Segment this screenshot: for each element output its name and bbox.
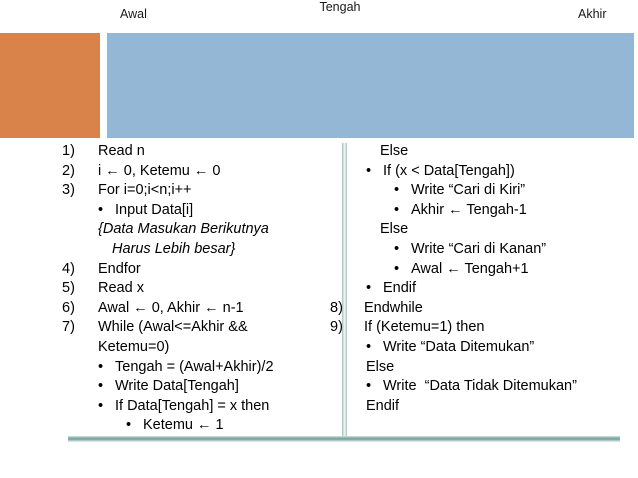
pseudocode-line-text: Else xyxy=(366,358,395,375)
pseudocode-line-text: Harus Lebih besar} xyxy=(112,240,236,257)
pseudocode-line: Else xyxy=(330,220,638,240)
pseudocode-line-text: Write “Cari di Kanan” xyxy=(411,240,547,257)
pseudocode-line-text: Ketemu=0) xyxy=(98,338,170,355)
pseudocode-line-text: Endwhile xyxy=(364,299,423,316)
bullet-icon: • xyxy=(366,162,372,179)
pseudocode-line: • Write “Cari di Kanan” xyxy=(330,240,638,260)
diagram-bar-awal-block xyxy=(0,33,100,138)
pseudocode-line: • If (x < Data[Tengah]) xyxy=(330,162,638,182)
pseudocode-line-number: 1) xyxy=(62,143,75,159)
bullet-icon: • xyxy=(98,378,104,395)
bullet-icon: • xyxy=(126,417,132,434)
pseudocode-line-text: i ← 0, Ketemu ← 0 xyxy=(98,162,221,179)
pseudocode-line-text: Input Data[i] xyxy=(115,201,194,218)
bullet-icon: • xyxy=(394,260,400,277)
pseudocode-line-text: Write “Data Ditemukan” xyxy=(383,338,535,355)
pseudocode-line-text: Read x xyxy=(98,280,144,297)
bullet-icon: • xyxy=(394,201,400,218)
bullet-icon: • xyxy=(98,201,104,218)
pseudocode-line: • Write “Data Ditemukan” xyxy=(330,338,638,358)
pseudocode-line: Else xyxy=(330,142,638,162)
pseudocode-line-text: Awal ← Tengah+1 xyxy=(411,260,529,277)
pseudocode-line-text: If (Ketemu=1) then xyxy=(364,319,485,336)
pseudocode-line: • If Data[Tengah] = x then xyxy=(62,397,340,417)
pseudocode-line-text: Akhir ← Tengah-1 xyxy=(411,201,527,218)
pseudocode-line-text: If (x < Data[Tengah]) xyxy=(383,162,515,179)
pseudocode-line-text: Endif xyxy=(366,397,400,414)
pseudocode-line-number: 9) xyxy=(330,319,343,336)
bottom-rule xyxy=(68,436,620,442)
pseudocode-column-left: 1) Read n 2) i ← 0, Ketemu ← 0 3) For i=0;i<n… xyxy=(62,142,340,436)
pseudocode-line: 5) Read x xyxy=(62,279,340,299)
pseudocode-line: • Ketemu ← 1 xyxy=(62,416,340,436)
bullet-icon: • xyxy=(366,280,372,297)
pseudocode-line: 7) While (Awal<=Akhir && xyxy=(62,318,340,338)
pseudocode-line: • Write “Data Tidak Ditemukan” xyxy=(330,377,638,397)
pseudocode-line: Endif xyxy=(330,397,638,417)
pseudocode-line-number: 7) xyxy=(62,319,75,336)
diagram-label-tengah: Tengah xyxy=(319,0,361,14)
pseudocode-line: • Input Data[i] xyxy=(62,201,340,221)
diagram-label-awal: Awal xyxy=(120,7,147,21)
pseudocode-column-right: Else • If (x < Data[Tengah]) • Write “Cari d… xyxy=(330,142,638,416)
pseudocode-line-text: Write Data[Tengah] xyxy=(115,378,239,395)
pseudocode-line-number: 2) xyxy=(62,162,75,179)
pseudocode-line-number: 3) xyxy=(62,182,75,199)
pseudocode-line: • Tengah = (Awal+Akhir)/2 xyxy=(62,358,340,378)
pseudocode-line: 9) If (Ketemu=1) then xyxy=(330,318,638,338)
pseudocode-line-text: Read n xyxy=(98,143,145,159)
pseudocode-line-text: Tengah = (Awal+Akhir)/2 xyxy=(115,358,274,375)
pseudocode-region: 1) Read n 2) i ← 0, Ketemu ← 0 3) For i=0;i<n… xyxy=(0,142,638,442)
pseudocode-line-text: Write “Data Tidak Ditemukan” xyxy=(383,378,577,395)
pseudocode-line: 3) For i=0;i<n;i++ xyxy=(62,181,340,201)
pseudocode-line: 6) Awal ← 0, Akhir ← n-1 xyxy=(62,299,340,319)
pseudocode-line-text: Else xyxy=(380,143,409,159)
pseudocode-line: Ketemu=0) xyxy=(62,338,340,358)
pseudocode-line: 2) i ← 0, Ketemu ← 0 xyxy=(62,162,340,182)
pseudocode-line: 1) Read n xyxy=(62,142,340,162)
bullet-icon: • xyxy=(98,358,104,375)
diagram-label-akhir: Akhir xyxy=(578,7,607,21)
pseudocode-line-text: Endfor xyxy=(98,260,141,277)
column-divider xyxy=(342,143,347,439)
bullet-icon: • xyxy=(98,397,104,414)
pseudocode-line-text: Else xyxy=(380,221,409,238)
pseudocode-line: 8) Endwhile xyxy=(330,299,638,319)
bullet-icon: • xyxy=(366,378,372,395)
pseudocode-line: • Endif xyxy=(330,279,638,299)
bullet-icon: • xyxy=(366,338,372,355)
pseudocode-line-text: Ketemu ← 1 xyxy=(143,417,224,434)
pseudocode-line-text: {Data Masukan Berikutnya xyxy=(98,221,269,238)
pseudocode-line-text: If Data[Tengah] = x then xyxy=(115,397,270,414)
pseudocode-line-number: 6) xyxy=(62,299,75,316)
pseudocode-line: • Awal ← Tengah+1 xyxy=(330,260,638,280)
diagram-bar-range-block xyxy=(107,33,634,138)
pseudocode-line: {Data Masukan Berikutnya xyxy=(62,220,340,240)
pseudocode-line-number: 5) xyxy=(62,280,75,297)
bullet-icon: • xyxy=(394,182,400,199)
pseudocode-line-number: 8) xyxy=(330,299,343,316)
pseudocode-line: • Write “Cari di Kiri” xyxy=(330,181,638,201)
pseudocode-line: • Write Data[Tengah] xyxy=(62,377,340,397)
pseudocode-line: Else xyxy=(330,358,638,378)
pseudocode-line: 4) Endfor xyxy=(62,260,340,280)
pseudocode-line-number: 4) xyxy=(62,260,75,277)
pseudocode-line-text: Endif xyxy=(383,280,417,297)
bullet-icon: • xyxy=(394,240,400,257)
pseudocode-line-text: Awal ← 0, Akhir ← n-1 xyxy=(98,299,244,316)
pseudocode-line-text: Write “Cari di Kiri” xyxy=(411,182,526,199)
pseudocode-line: Harus Lebih besar} xyxy=(62,240,340,260)
pseudocode-line-text: While (Awal<=Akhir && xyxy=(98,319,248,336)
pseudocode-line: • Akhir ← Tengah-1 xyxy=(330,201,638,221)
pseudocode-line-text: For i=0;i<n;i++ xyxy=(98,182,192,199)
